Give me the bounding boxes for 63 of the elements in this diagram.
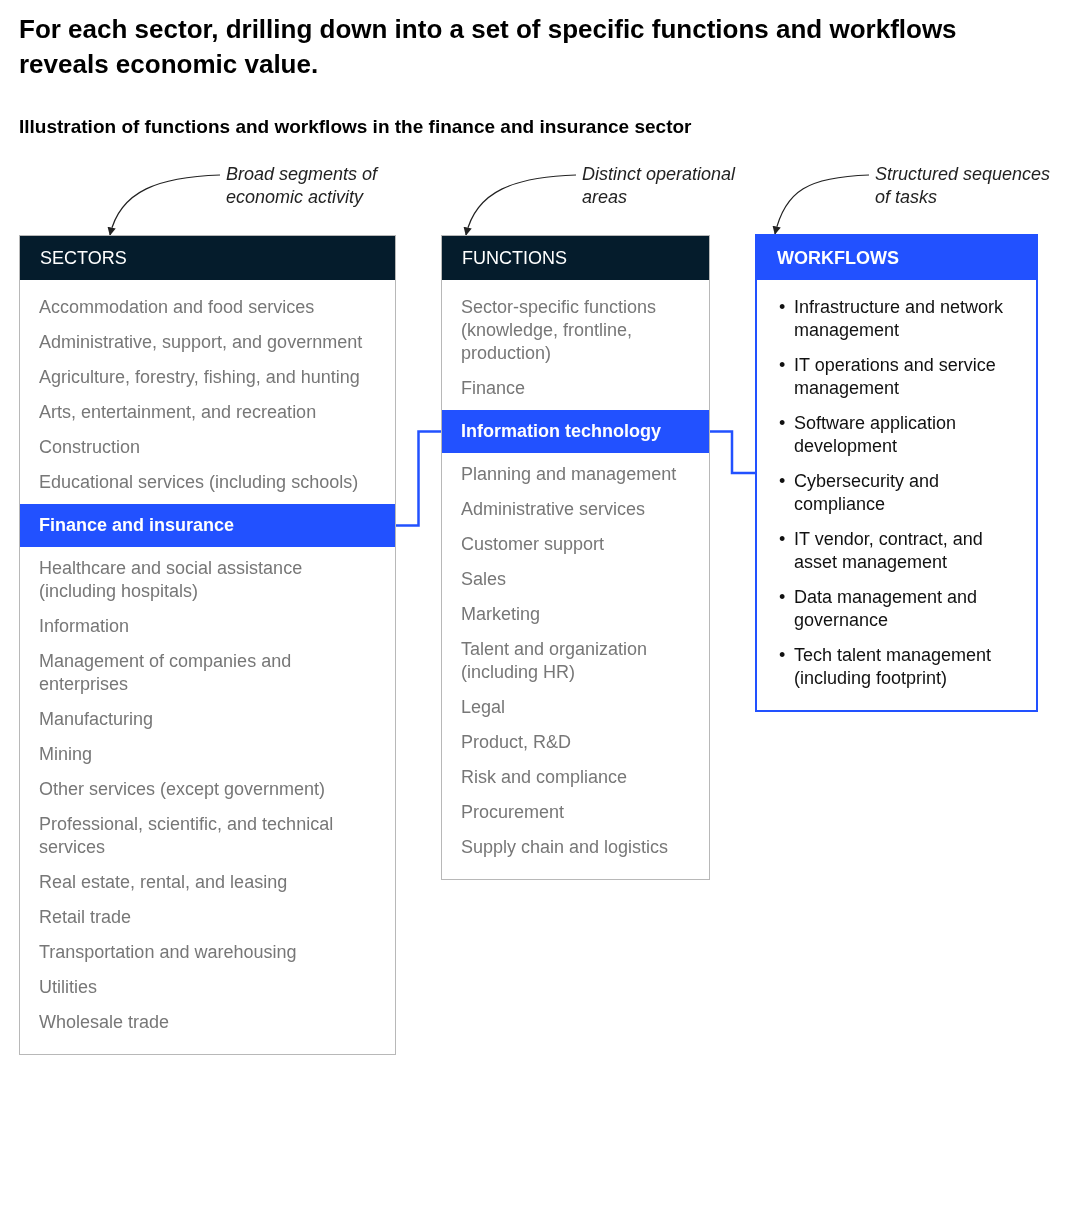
bullet-item-text: IT operations and service management (794, 354, 997, 400)
list-item: Construction (20, 430, 395, 465)
list-item: Manufacturing (20, 702, 395, 737)
panel-heading: FUNCTIONS (461, 247, 568, 270)
list-item: Management of companies and enterprises (20, 644, 395, 702)
list-item: Professional, scientific, and technical services (20, 807, 395, 865)
list-item: Talent and organization (including HR) (442, 632, 709, 690)
list-item: Healthcare and social assistance (including hospitals) (20, 551, 395, 609)
list-item: Sales (442, 562, 709, 597)
list-item: Administrative services (442, 492, 709, 527)
list-item: Utilities (20, 970, 395, 1005)
list-item: Real estate, rental, and leasing (20, 865, 395, 900)
title: For each sector, drilling down into a set of specific functions and workflows reveals economic value. (19, 13, 958, 81)
bullet-marker: • (779, 412, 787, 435)
curved-arrow (772, 174, 870, 235)
list-item: Marketing (442, 597, 709, 632)
panel-heading: WORKFLOWS (776, 247, 900, 270)
list-item: Sector-specific functions (knowledge, frontline, production) (442, 290, 709, 371)
list-item: Transportation and warehousing (20, 935, 395, 970)
bullet-marker: • (779, 528, 787, 551)
list-item: Administrative, support, and government (20, 325, 395, 360)
connector-line (709, 430, 755, 475)
bullet-marker: • (779, 354, 787, 377)
list-item: Legal (442, 690, 709, 725)
bullet-item-text: Data management and governance (794, 586, 979, 632)
list-item: Mining (20, 737, 395, 772)
bullet-marker: • (779, 470, 787, 493)
list-item: Wholesale trade (20, 1005, 395, 1040)
list-panel (755, 234, 1038, 712)
bullet-marker: • (779, 296, 787, 319)
list-item: Supply chain and logistics (442, 830, 709, 865)
bullet-item-text: Tech talent management (including footprint) (794, 644, 993, 690)
list-panel (441, 235, 710, 880)
connector-line (395, 430, 442, 527)
bullet-item-text: Cybersecurity and compliance (794, 470, 941, 516)
list-panel (19, 235, 396, 1055)
list-item: Agriculture, forestry, fishing, and hunting (20, 360, 395, 395)
list-item: Retail trade (20, 900, 395, 935)
list-item: Other services (except government) (20, 772, 395, 807)
bullet-item-text: Software application development (794, 412, 958, 458)
bullet-item-text: IT vendor, contract, and asset management (794, 528, 984, 574)
list-item: Product, R&D (442, 725, 709, 760)
bullet-marker: • (779, 586, 787, 609)
highlighted-list-item: Finance and insurance (20, 504, 395, 547)
subtitle: Illustration of functions and workflows in the finance and insurance sector (19, 116, 692, 138)
annotation-text: Broad segments of economic activity (226, 163, 406, 209)
list-item: Educational services (including schools) (20, 465, 395, 500)
list-item: Risk and compliance (442, 760, 709, 795)
highlighted-list-item: Information technology (442, 410, 709, 453)
list-item: Arts, entertainment, and recreation (20, 395, 395, 430)
curved-arrow (108, 174, 221, 236)
list-item: Procurement (442, 795, 709, 830)
annotation-text: Structured sequences of tasks (875, 163, 1055, 209)
panel-heading: SECTORS (39, 247, 128, 270)
list-item: Accommodation and food services (20, 290, 395, 325)
bullet-item-text: Infrastructure and network management (794, 296, 1005, 342)
list-item: Customer support (442, 527, 709, 562)
bullet-marker: • (779, 644, 787, 667)
annotation-text: Distinct operational areas (582, 163, 742, 209)
list-item: Finance (442, 371, 709, 406)
list-item: Planning and management (442, 457, 709, 492)
list-item: Information (20, 609, 395, 644)
curved-arrow (464, 174, 577, 236)
